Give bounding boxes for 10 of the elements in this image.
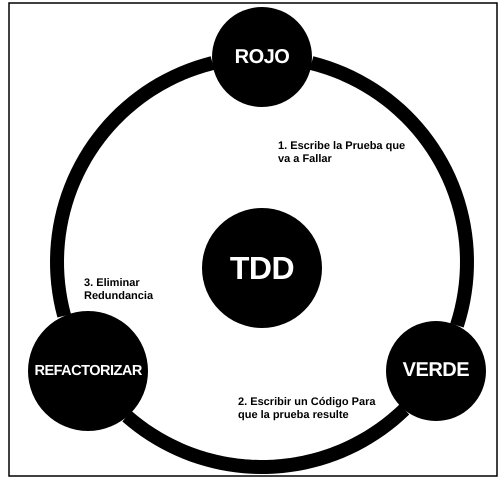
node-label: ROJO [234, 46, 290, 68]
step-note: 3. Eliminar Redundancia [84, 277, 154, 303]
node-label: VERDE [402, 359, 470, 382]
ring-arc [122, 404, 410, 474]
step-note: 2. Escribir un Código Para que la prueba resulte [238, 396, 377, 422]
ring-arc [310, 56, 474, 328]
step-note: 1. Escribe la Prueba que va a Fallar [278, 140, 406, 166]
ring-arc [50, 56, 214, 318]
node-label: TDD [230, 250, 294, 286]
node-label: REFACTORIZAR [34, 362, 142, 379]
